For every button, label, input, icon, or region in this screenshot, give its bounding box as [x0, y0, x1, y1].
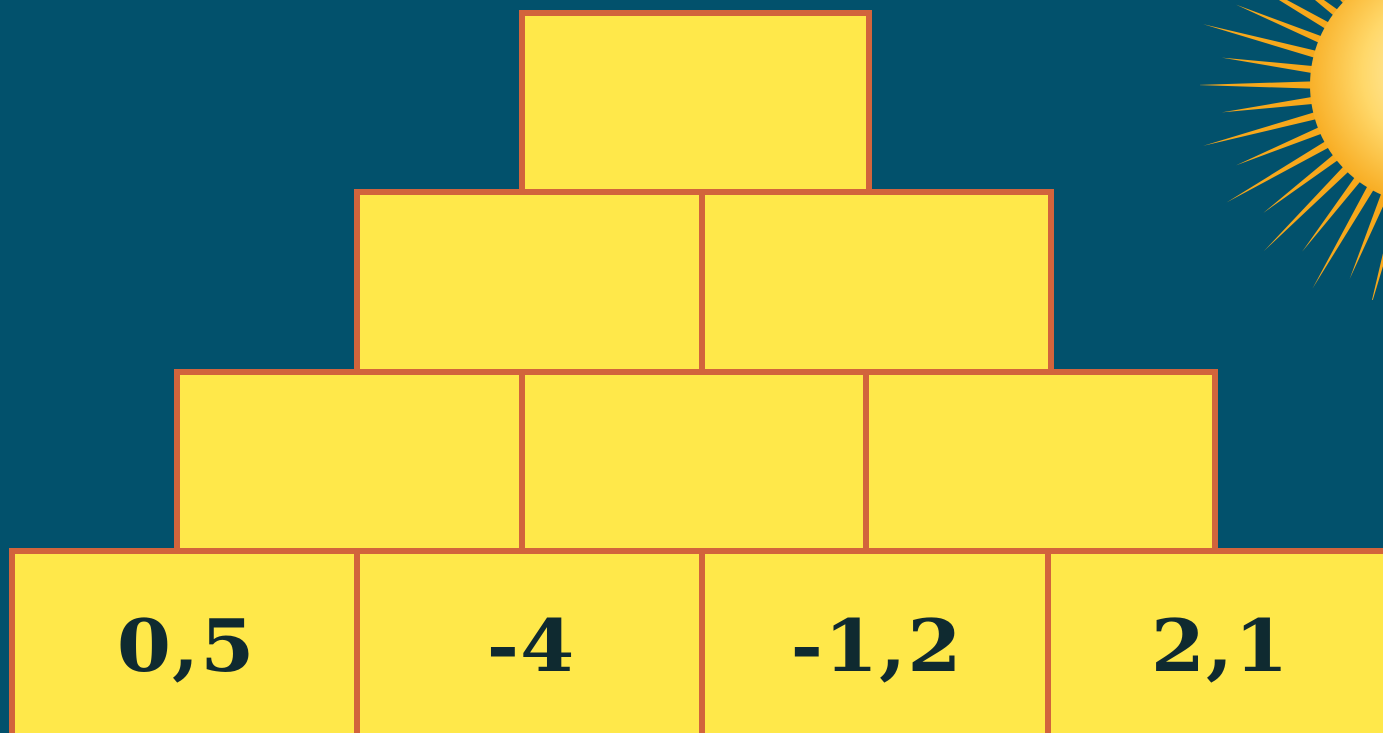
sun-ray — [1236, 5, 1330, 47]
sun-ray — [1222, 96, 1322, 113]
pyramid-brick-row4-1: 0,5 — [9, 548, 363, 733]
pyramid-brick-row2-2[interactable] — [699, 189, 1054, 377]
pyramid-brick-row3-2[interactable] — [519, 369, 872, 557]
pyramid-brick-row4-4: 2,1 — [1045, 548, 1383, 733]
sun-ray — [1264, 160, 1355, 251]
pyramid-brick-row4-2: -4 — [354, 548, 708, 733]
pyramid-brick-row3-1[interactable] — [174, 369, 528, 557]
pyramid-brick-row3-3[interactable] — [863, 369, 1218, 557]
sun-ray — [1369, 190, 1383, 300]
sun-rays — [1200, 0, 1383, 300]
sun-ray — [1263, 0, 1345, 21]
sun-icon — [1200, 0, 1383, 300]
sun-ray — [1200, 81, 1320, 89]
pyramid-brick-top[interactable] — [519, 10, 872, 198]
brick-value: -1,2 — [791, 610, 963, 682]
sun-ray — [1350, 185, 1383, 279]
sun-ray — [1226, 0, 1336, 33]
brick-value: 2,1 — [1151, 610, 1290, 682]
sun-ray — [1203, 110, 1325, 146]
brick-value: 0,5 — [117, 610, 256, 682]
pyramid-brick-row4-3: -1,2 — [699, 548, 1054, 733]
sun-ray — [1236, 124, 1330, 166]
sun-ray — [1222, 58, 1322, 75]
sun-ray — [1264, 0, 1355, 10]
sun-core — [1310, 0, 1383, 205]
sun-ray — [1263, 149, 1345, 213]
sun-ray — [1313, 178, 1379, 288]
sun-ray — [1226, 137, 1336, 203]
sun-ray — [1302, 170, 1366, 252]
sun-ray — [1203, 24, 1325, 60]
brick-value: -4 — [487, 610, 576, 682]
pyramid-brick-row2-1[interactable] — [354, 189, 708, 377]
